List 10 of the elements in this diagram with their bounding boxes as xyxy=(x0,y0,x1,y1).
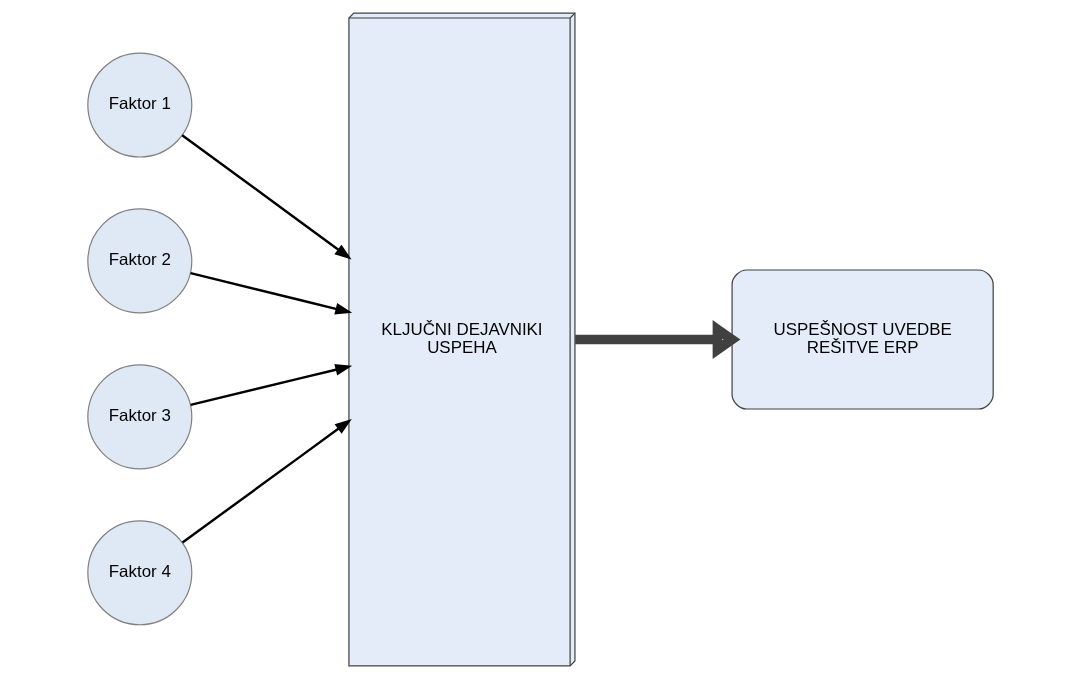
node-circle: Faktor 4 xyxy=(86,520,192,626)
arrow xyxy=(181,418,352,544)
arrow xyxy=(189,271,352,315)
arrow xyxy=(180,134,352,260)
node-circle: Faktor 3 xyxy=(86,364,192,470)
node-circle: Faktor 1 xyxy=(86,52,192,158)
node-box: USPEŠNOST UVEDBE REŠITVE ERP xyxy=(730,269,994,410)
node-circle: Faktor 2 xyxy=(86,208,192,314)
arrow xyxy=(189,363,352,407)
arrow xyxy=(574,320,740,359)
